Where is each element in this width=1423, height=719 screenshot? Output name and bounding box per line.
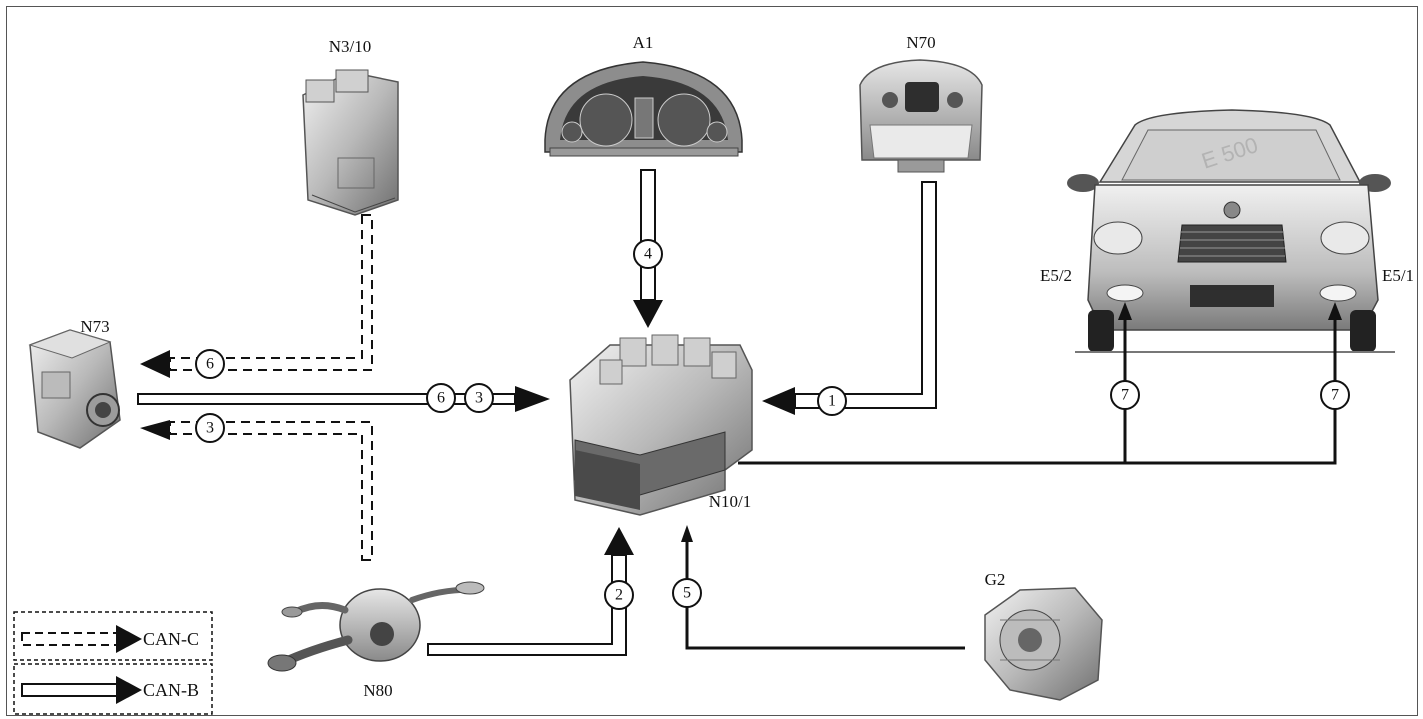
can-c-line-n80-to-n73 <box>140 420 372 560</box>
label-n3-10: N3/10 <box>329 37 372 56</box>
signal-marker-3-can-b: 3 <box>465 384 493 412</box>
signal-marker-1: 1 <box>818 387 846 415</box>
n10-1-sam-module-image <box>570 335 752 515</box>
line-g2-to-n10-1 <box>681 525 965 648</box>
car-front-image: E 500 <box>1067 110 1395 352</box>
label-g2: G2 <box>985 570 1006 589</box>
label-a1: A1 <box>633 33 654 52</box>
label-e5-2: E5/2 <box>1040 266 1072 285</box>
svg-text:4: 4 <box>644 246 652 263</box>
signal-marker-6-can-b: 6 <box>427 384 455 412</box>
can-c-line-n3-10-to-n73 <box>140 215 372 378</box>
legend-can-b-label: CAN-B <box>143 680 199 700</box>
signal-marker-3-can-c: 3 <box>196 414 224 442</box>
label-n80: N80 <box>363 681 392 700</box>
label-n70: N70 <box>906 33 935 52</box>
n3-10-ecu-image <box>303 70 398 215</box>
signal-marker-6-can-c: 6 <box>196 350 224 378</box>
legend: CAN-C CAN-B <box>14 612 212 714</box>
svg-text:3: 3 <box>475 390 483 407</box>
svg-text:3: 3 <box>206 420 214 437</box>
a1-instrument-cluster-image <box>545 62 742 156</box>
label-e5-1: E5/1 <box>1382 266 1414 285</box>
signal-marker-7-left: 7 <box>1111 381 1139 409</box>
svg-text:6: 6 <box>437 390 445 407</box>
svg-text:6: 6 <box>206 356 214 373</box>
signal-marker-5: 5 <box>673 579 701 607</box>
svg-text:7: 7 <box>1331 387 1339 404</box>
signal-marker-4: 4 <box>634 240 662 268</box>
svg-text:7: 7 <box>1121 387 1129 404</box>
can-b-line-n70-to-n10-1 <box>762 182 936 415</box>
svg-text:5: 5 <box>683 585 691 602</box>
svg-text:1: 1 <box>828 393 836 410</box>
legend-can-c-label: CAN-C <box>143 629 199 649</box>
svg-text:2: 2 <box>615 587 623 604</box>
signal-marker-2: 2 <box>605 581 633 609</box>
n70-overhead-panel-image <box>860 60 982 172</box>
n80-steering-column-module-image <box>268 582 484 671</box>
label-n73: N73 <box>80 317 109 336</box>
signal-marker-7-right: 7 <box>1321 381 1349 409</box>
g2-alternator-image <box>985 588 1102 700</box>
label-n10-1: N10/1 <box>709 492 752 511</box>
n73-ignition-switch-image <box>30 330 120 448</box>
